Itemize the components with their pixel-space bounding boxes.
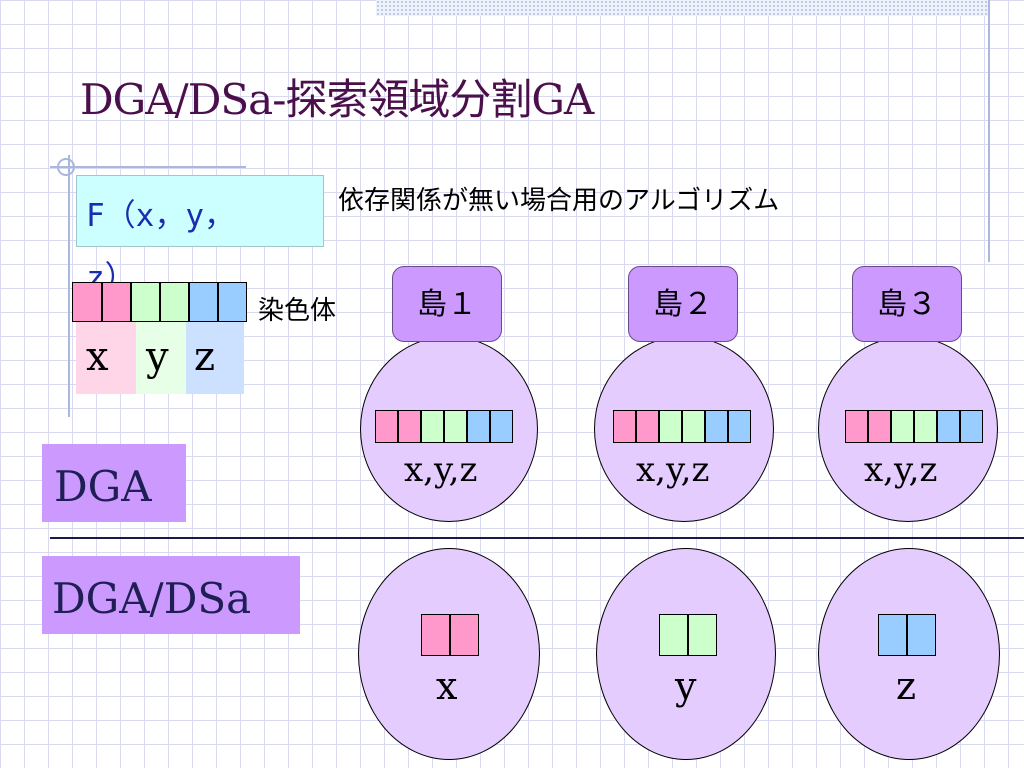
- island-2-dsa-chromosome: [659, 614, 717, 656]
- subtitle: 依存関係が無い場合用のアルゴリズム: [338, 186, 780, 216]
- island-1-chromosome: [375, 410, 513, 443]
- decorative-vline: [68, 155, 70, 417]
- gene-x1: [72, 282, 102, 322]
- island-2-chromosome: [613, 410, 751, 443]
- gene-z1: [189, 282, 218, 322]
- gene-y2: [160, 282, 189, 322]
- var-z-label: z: [194, 334, 216, 380]
- function-box: [76, 175, 324, 247]
- section-divider: [50, 537, 1024, 539]
- island-3-dsa-chromosome: [878, 614, 936, 656]
- dga-label: DGA: [42, 444, 186, 522]
- island-2-tag: 島２: [628, 266, 738, 342]
- dgadsa-label: DGA/DSa: [42, 556, 300, 634]
- island-3-dga-text: x,y,z: [864, 450, 938, 490]
- decorative-band: [376, 0, 988, 16]
- var-y-label: y: [146, 334, 169, 380]
- decorative-ring: [57, 158, 75, 176]
- island-3-dsa-text: z: [896, 664, 917, 708]
- gene-y1: [131, 282, 160, 322]
- chromosome-label: 染色体: [258, 296, 337, 326]
- island-2-dga-text: x,y,z: [636, 450, 710, 490]
- island-2-dsa-text: y: [675, 664, 697, 708]
- island-1-dga-text: x,y,z: [404, 450, 478, 490]
- legend-chromosome: [72, 282, 247, 322]
- island-1-tag: 島１: [392, 266, 502, 342]
- island-1-dsa-text: x: [436, 664, 458, 708]
- island-3-chromosome: [845, 410, 983, 443]
- island-3-tag: 島３: [852, 266, 962, 342]
- decorative-hline: [50, 166, 246, 168]
- page-title: DGA/DSa-探索領域分割GA: [80, 75, 594, 124]
- x-bg: [76, 322, 136, 394]
- z-bg: [186, 322, 244, 394]
- var-x-label: x: [86, 334, 109, 380]
- gene-z2: [218, 282, 247, 322]
- gene-x2: [102, 282, 131, 322]
- y-bg: [136, 322, 186, 394]
- island-1-dsa-chromosome: [421, 614, 479, 656]
- decorative-vline: [988, 0, 990, 262]
